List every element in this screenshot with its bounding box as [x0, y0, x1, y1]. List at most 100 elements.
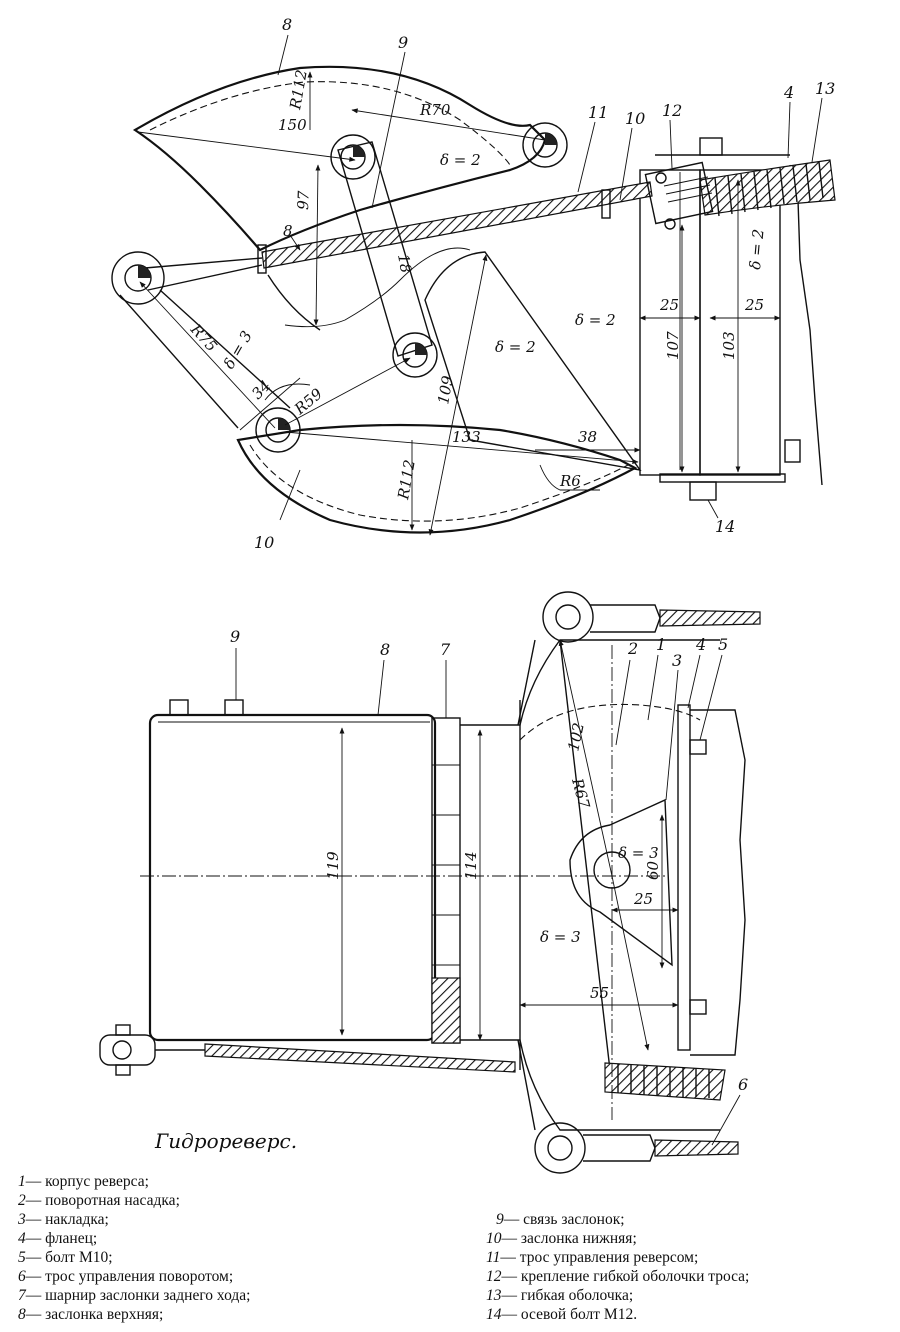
bottom-sleeve-coils — [617, 1064, 710, 1098]
upper-flap-dashed-edge — [149, 81, 511, 166]
dim-line-109 — [428, 254, 488, 536]
legend-item: 1— корпус реверса; — [18, 1173, 149, 1190]
legend-item: 8— заслонка верхняя; — [18, 1306, 163, 1323]
dim-delta3-a: δ = 3 — [618, 844, 659, 862]
nozzle-body — [460, 639, 720, 1131]
dim-line-97 — [313, 164, 321, 326]
dim-r75: R75 — [186, 320, 220, 355]
legend-right: 9— связь заслонок; 10— заслонка нижняя; … — [486, 1211, 749, 1323]
leader-4 — [787, 101, 791, 159]
leader-8 — [277, 34, 289, 76]
axle-bolt-body — [689, 481, 717, 501]
dim-line-150 — [137, 131, 356, 162]
clamp-screw-a — [655, 172, 667, 184]
nozzle-outer — [517, 639, 536, 1131]
bracket-left-arc — [267, 274, 321, 331]
sleeve-clamp-scale — [663, 176, 713, 203]
flange-right-edge — [690, 709, 746, 1056]
callout-b8: 8 — [380, 640, 390, 659]
flexible-sleeve — [699, 159, 836, 216]
dim-delta3-b: δ = 3 — [540, 928, 581, 946]
bracket-inner-curve — [284, 247, 471, 328]
dim-60: 60 — [644, 860, 662, 880]
arm-arc — [264, 383, 311, 401]
callout-10-top: 10 — [625, 109, 645, 128]
housing-right-edge — [789, 164, 823, 486]
dim-150: 150 — [278, 116, 307, 134]
r6-fillet — [539, 464, 600, 491]
leader-b6 — [711, 1094, 741, 1146]
dim-line-34 — [239, 377, 301, 431]
dim-line-133 — [284, 431, 639, 465]
callout-b5: 5 — [718, 635, 728, 654]
eye-bottom — [534, 1122, 739, 1174]
callout-b9: 9 — [230, 627, 240, 646]
dim-18: 18 — [394, 253, 415, 275]
dim-25-b: 25 — [744, 296, 764, 314]
dim-25-bottom: 25 — [633, 890, 653, 908]
dim-r112-bottom: R112 — [394, 458, 419, 501]
nozzle-trapezoid — [519, 639, 611, 1071]
dim-119: 119 — [324, 851, 342, 880]
callout-8-top: 8 — [282, 15, 292, 34]
nozzle-flange — [677, 704, 691, 1051]
legend-item: 2— поворотная насадка; — [18, 1192, 180, 1209]
eye-left — [99, 1024, 516, 1076]
legend-item: 4— фланец; — [18, 1230, 97, 1247]
cable-arm — [119, 289, 291, 429]
cover-plate — [569, 798, 673, 967]
upper-flap-outline — [132, 65, 547, 252]
legend-item: 11— трос управления реверсом; — [486, 1249, 698, 1266]
legend-left: 1— корпус реверса; 2— поворотная насадка… — [17, 1173, 250, 1323]
bolt-m10-top — [689, 739, 707, 755]
cable-end-rod-b — [147, 264, 263, 291]
cable-clamp-b — [601, 189, 611, 219]
dim-delta2-b: δ = 2 — [575, 311, 616, 329]
cable-clamp-a — [257, 244, 267, 274]
dim-line-r67 — [558, 639, 613, 877]
legend-item: 5— болт М10; — [18, 1249, 113, 1266]
lower-flap-dashed-edge — [249, 444, 629, 522]
bottom-view: 9 8 7 2 1 3 4 5 6 119 114 R67 102 δ = 3 … — [99, 591, 761, 1174]
dim-25-a: 25 — [659, 296, 679, 314]
dim-133: 133 — [452, 428, 481, 446]
pivot-upper — [330, 134, 376, 180]
leader-14 — [707, 499, 719, 519]
legend-item: 9— связь заслонок; — [496, 1211, 625, 1228]
dim-97: 97 — [294, 190, 313, 210]
callout-10-bottom: 10 — [254, 533, 274, 552]
dim-38: 38 — [578, 428, 597, 446]
eye-top — [542, 591, 761, 643]
callout-b1: 1 — [656, 635, 666, 654]
dim-8: 8 — [283, 222, 293, 240]
callout-13: 13 — [815, 79, 835, 98]
callout-11: 11 — [588, 103, 608, 122]
dim-103: 103 — [720, 331, 738, 360]
dim-55: 55 — [590, 984, 609, 1002]
hinge-section — [431, 977, 461, 1044]
legend-item: 3— накладка; — [17, 1211, 109, 1228]
leader-10-top — [619, 127, 633, 201]
legend-item: 14— осевой болт М12. — [486, 1306, 637, 1323]
flap-bolt-b — [224, 699, 244, 716]
legend-item: 10— заслонка нижняя; — [486, 1230, 637, 1247]
legend-item: 12— крепление гибкой оболочки троса; — [486, 1268, 749, 1285]
legend-item: 7— шарнир заслонки заднего хода; — [18, 1287, 250, 1304]
callout-4-top: 4 — [783, 83, 794, 102]
pivot-cable-eye — [111, 251, 165, 305]
callout-b7: 7 — [440, 640, 451, 659]
callout-b2: 2 — [627, 639, 638, 658]
legend-item: 6— трос управления поворотом; — [18, 1268, 233, 1285]
dim-r6: R6 — [559, 472, 581, 490]
dim-delta2-c: δ = 2 — [495, 338, 536, 356]
leader-b1 — [647, 654, 659, 721]
dim-line-8 — [289, 234, 301, 251]
callout-14: 14 — [715, 517, 735, 536]
dim-line-r59 — [284, 357, 411, 426]
housing-rear — [699, 169, 781, 476]
dim-r112-top: R112 — [286, 68, 311, 111]
leader-b5 — [699, 654, 723, 741]
dim-34: 34 — [248, 377, 274, 403]
leader-9 — [371, 51, 406, 209]
dim-r70: R70 — [419, 101, 451, 119]
